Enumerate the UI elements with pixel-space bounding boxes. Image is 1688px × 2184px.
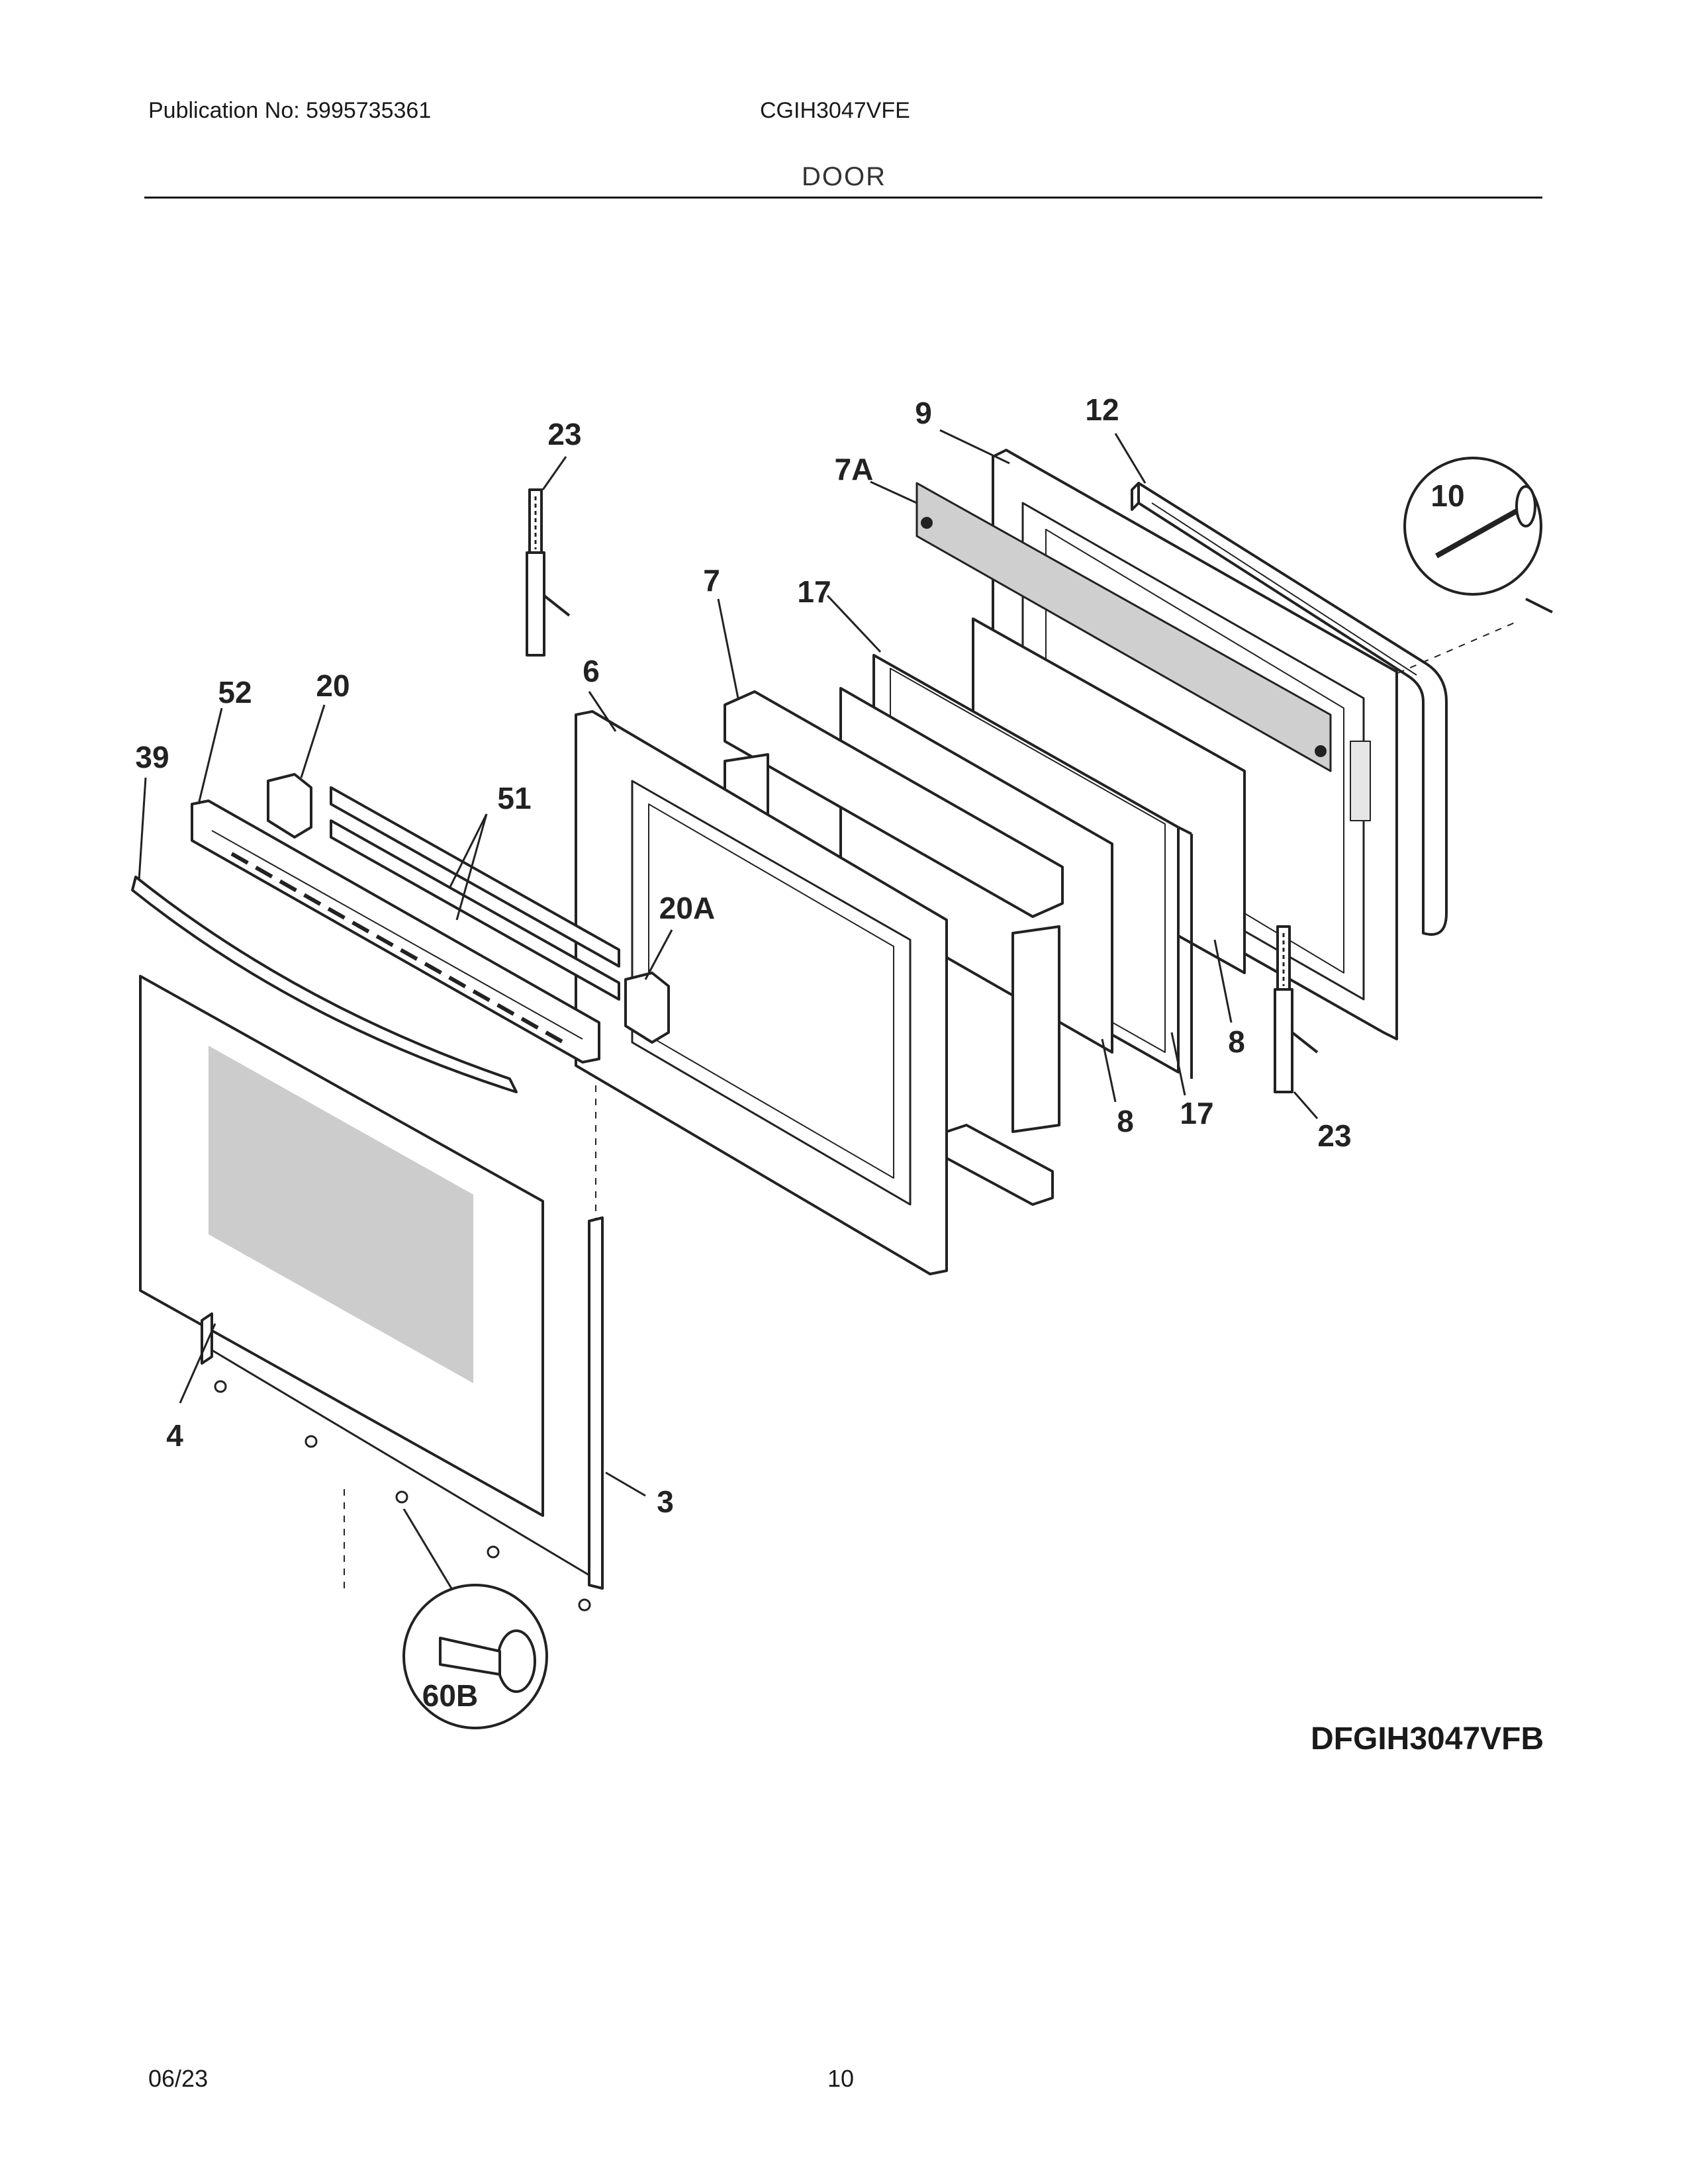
screws-part — [214, 1380, 591, 1612]
outer-door-part — [139, 975, 604, 1590]
callout-label: 20A — [659, 891, 715, 925]
handle-bracket-part — [267, 773, 312, 839]
callout-label: 51 — [497, 781, 531, 815]
callout-label: 23 — [547, 417, 581, 451]
callout-label: 7 — [703, 563, 720, 598]
publication-number: Publication No: 5995735361 — [148, 98, 432, 123]
callout-label: 6 — [583, 654, 600, 688]
door-frame-part — [575, 710, 948, 1275]
callout-label: 10 — [1430, 478, 1464, 513]
callout-label: 4 — [166, 1418, 183, 1453]
insulation-strip-part — [915, 482, 1332, 772]
model-number: CGIH3047VFE — [760, 98, 910, 123]
diagram-code: DFGIH3047VFB — [1311, 1721, 1544, 1756]
door-liner-part — [1131, 482, 1448, 936]
callout-label: 3 — [657, 1484, 674, 1519]
callout-label: 17 — [1180, 1096, 1213, 1130]
callout-label: 52 — [218, 675, 252, 709]
trim-rails-part — [330, 786, 620, 1001]
callout-label: 12 — [1085, 392, 1119, 427]
vent-trim-part — [191, 799, 600, 1064]
handle-bracket-20a-part — [624, 972, 670, 1044]
hinge-lower-part — [1274, 925, 1319, 1093]
callout-label: 23 — [1317, 1118, 1351, 1153]
callout-label: 60B — [422, 1678, 478, 1713]
callout-labels: 23 9 12 7A 10 7 17 52 20 6 39 51 20A 8 8… — [135, 392, 1464, 1713]
header-divider — [144, 197, 1542, 199]
callout-label: 8 — [1228, 1024, 1245, 1059]
screw-detail-10 — [1403, 457, 1553, 614]
callout-label: 9 — [915, 396, 932, 430]
callout-label: 39 — [135, 740, 169, 774]
hinge-upper-part — [526, 488, 571, 657]
callout-label: 20 — [316, 668, 350, 703]
door-handle-part — [131, 876, 518, 1093]
callout-label: 8 — [1117, 1104, 1134, 1138]
callout-label: 7A — [835, 452, 874, 486]
callout-label: 17 — [797, 574, 831, 609]
footer-date: 06/23 — [148, 2065, 209, 2092]
screw-detail-60b — [402, 1584, 548, 1729]
section-title: DOOR — [802, 162, 886, 191]
page-number: 10 — [827, 2065, 855, 2092]
leader-lines — [138, 429, 1319, 1589]
